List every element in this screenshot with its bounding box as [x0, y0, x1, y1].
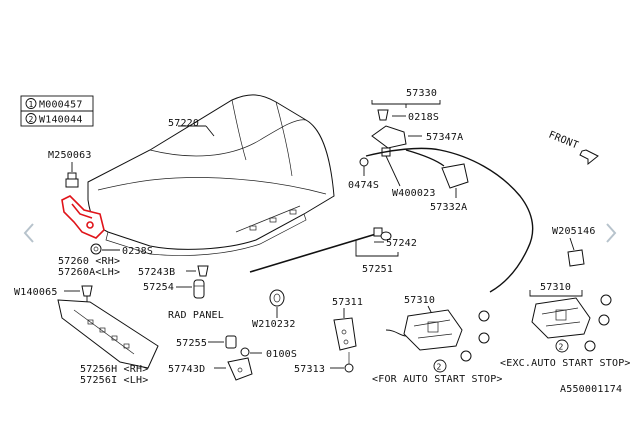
- label-57260-rh: 57260 <RH>: [58, 256, 120, 267]
- seal-57256: [57, 299, 159, 369]
- clip-57243b: [197, 265, 209, 277]
- label-m250063: M250063: [48, 150, 92, 161]
- label-57254: 57254: [143, 282, 174, 293]
- lever-57347a: [371, 125, 407, 149]
- label-57255: 57255: [176, 338, 207, 349]
- clip-0474s: [359, 157, 369, 167]
- label-w205146: W205146: [552, 226, 596, 237]
- label-57256h-rh: 57256H <RH>: [80, 364, 148, 375]
- label-57242: 57242: [386, 238, 417, 249]
- label-w140065: W140065: [14, 287, 58, 298]
- bolt-latch-exc-1: [600, 294, 612, 306]
- bolt-57313: [344, 352, 354, 373]
- ref-marker-2-auto: 2: [437, 363, 442, 372]
- bracket-57743d: [227, 357, 253, 381]
- label-rad-panel: RAD PANEL: [168, 310, 224, 321]
- label-57310-auto: 57310: [404, 295, 435, 306]
- label-w210232: W210232: [252, 319, 296, 330]
- clip-w205146: [567, 249, 585, 267]
- bolt-0100s: [240, 347, 250, 357]
- bolt-latch-exc-3: [584, 340, 596, 352]
- diagram-id: A550001174: [560, 384, 622, 395]
- front-arrow-icon: [579, 149, 599, 166]
- legend-num-2: 2: [29, 115, 34, 124]
- latch-57310-exc: [531, 297, 591, 339]
- label-exc-auto-start-stop: <EXC.AUTO START STOP>: [500, 358, 631, 369]
- label-0218s: 0218S: [408, 112, 439, 123]
- label-57311: 57311: [332, 297, 363, 308]
- hood-hinge-highlighted: [61, 195, 105, 239]
- next-image-arrow-icon[interactable]: [604, 222, 618, 244]
- prop-rod-57251: [249, 227, 383, 273]
- latch-57310-auto: [385, 309, 463, 351]
- bolt-latch-auto-2: [478, 332, 490, 344]
- label-57256i-lh: 57256I <LH>: [80, 375, 148, 386]
- grommet-w210232: [269, 289, 285, 307]
- label-for-auto-start-stop: <FOR AUTO START STOP>: [372, 374, 503, 385]
- previous-image-arrow-icon[interactable]: [22, 222, 36, 244]
- label-57310-exc: 57310: [540, 282, 571, 293]
- label-57251: 57251: [362, 264, 393, 275]
- handle-57332a: [441, 163, 469, 189]
- label-57243b: 57243B: [138, 267, 175, 278]
- label-57330: 57330: [406, 88, 437, 99]
- label-57332a: 57332A: [430, 202, 467, 213]
- label-57313: 57313: [294, 364, 325, 375]
- release-cable: [365, 147, 534, 293]
- bolt-latch-auto-3: [460, 350, 472, 362]
- label-0100s: 0100S: [266, 349, 297, 360]
- bolt-latch-auto-1: [478, 310, 490, 322]
- bracket-57311: [333, 317, 357, 351]
- legend-code-1: M000457: [39, 100, 83, 111]
- legend-num-1: 1: [29, 100, 34, 109]
- label-57347a: 57347A: [426, 132, 463, 143]
- bolt-latch-exc-2: [598, 314, 610, 326]
- bumper-57254: [193, 279, 205, 299]
- clip-w140065: [81, 285, 93, 302]
- legend: 1 M000457 2 W140044: [20, 95, 94, 127]
- bolt-0238s: [90, 243, 102, 255]
- label-w400023: W400023: [392, 188, 436, 199]
- clip-0218s: [377, 109, 389, 121]
- ref-marker-2-exc: 2: [559, 343, 564, 352]
- bumper-57255: [225, 335, 237, 349]
- bolt-m250063: [65, 172, 79, 188]
- grommet-57242: [380, 231, 392, 241]
- label-hood: 57220: [168, 118, 199, 129]
- label-front: FRONT: [547, 130, 580, 152]
- legend-code-2: W140044: [39, 115, 83, 126]
- label-0238s: 0238S: [122, 246, 153, 257]
- label-57260a-lh: 57260A<LH>: [58, 267, 120, 278]
- hood-panel: [87, 94, 335, 256]
- label-0474s: 0474S: [348, 180, 379, 191]
- label-57743d: 57743D: [168, 364, 205, 375]
